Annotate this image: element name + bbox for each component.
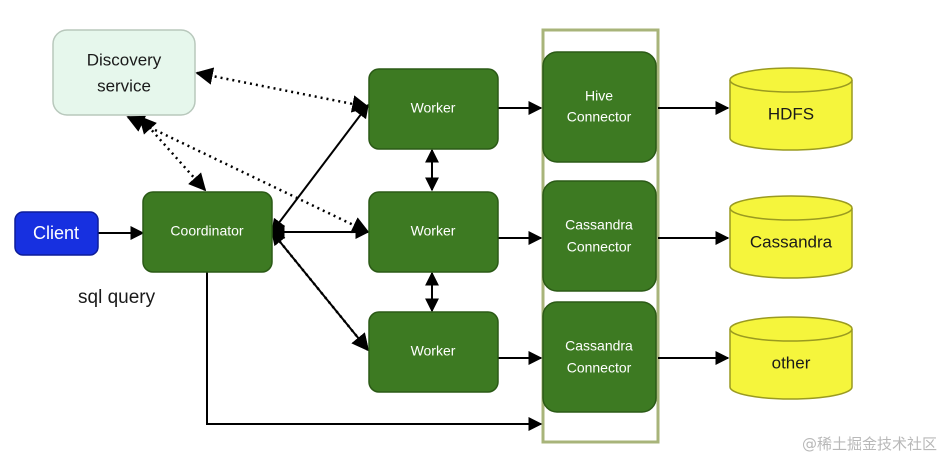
worker-2-label: Worker xyxy=(411,223,456,239)
storage-hdfs-label: HDFS xyxy=(768,104,814,123)
discovery-label-line2: service xyxy=(97,76,151,95)
client-label: Client xyxy=(33,223,79,243)
storage-other-label: other xyxy=(772,353,811,372)
connector-3-line1: Cassandra xyxy=(565,338,633,354)
connector-node-3: Cassandra Connector xyxy=(542,301,657,413)
connector-1-line2: Connector xyxy=(567,109,632,125)
coordinator-label: Coordinator xyxy=(170,223,243,239)
discovery-label-line1: Discovery xyxy=(87,50,162,69)
discovery-service-node: Discovery service xyxy=(52,29,196,116)
storage-cassandra: Cassandra xyxy=(729,195,853,279)
worker-node-2: Worker xyxy=(368,191,499,273)
connector-node-2: Cassandra Connector xyxy=(542,180,657,292)
storage-other: other xyxy=(729,316,853,400)
data-flow-links xyxy=(98,101,730,431)
storage-cassandra-label: Cassandra xyxy=(750,232,833,251)
connector-2-line1: Cassandra xyxy=(565,217,633,233)
storage-hdfs: HDFS xyxy=(729,67,853,151)
worker-3-label: Worker xyxy=(411,343,456,359)
connector-1-line1: Hive xyxy=(585,88,613,104)
worker-1-label: Worker xyxy=(411,100,456,116)
sql-query-label: sql query xyxy=(78,287,156,308)
worker-node-1: Worker xyxy=(368,68,499,150)
watermark-text: @稀土掘金技术社区 xyxy=(801,435,937,453)
connector-2-line2: Connector xyxy=(567,239,632,255)
worker-node-3: Worker xyxy=(368,311,499,393)
coordinator-node: Coordinator xyxy=(142,191,273,273)
client-node: Client xyxy=(14,211,99,256)
connector-node-1: Hive Connector xyxy=(542,51,657,163)
connector-3-line2: Connector xyxy=(567,360,632,376)
